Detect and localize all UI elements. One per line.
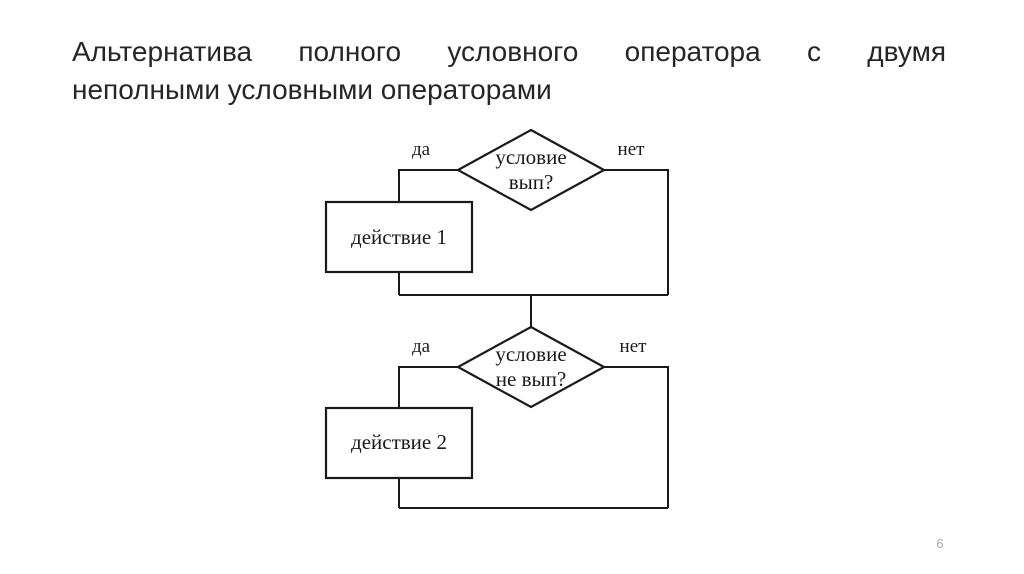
slide-title-line-1: Альтернатива полного условного оператора…	[72, 36, 946, 67]
flow-2-no-label: нет	[620, 336, 648, 357]
flow-1-no-label: нет	[618, 139, 646, 160]
flow-2-decision-diamond	[455, 325, 607, 409]
flow-1-condition-text-line-1: условие	[495, 145, 566, 169]
flow-2-action-box	[324, 406, 474, 480]
flow-1: условие вып? да нет действие 1	[324, 128, 669, 327]
flow-1-action-box	[324, 200, 474, 274]
flow-2-yes-connector	[398, 366, 458, 508]
flow-2-no-connector	[604, 366, 669, 508]
flow-1-action-text: действие 1	[351, 225, 447, 249]
flow-1-no-connector	[604, 169, 669, 295]
flow-1-yes-label: да	[412, 139, 431, 160]
flow-2-yes-label: да	[412, 336, 431, 357]
flow-2: условие не вып? да нет действие 2	[324, 325, 669, 509]
slide-title: Альтернатива полного условного оператора…	[72, 33, 946, 109]
page-number: 6	[936, 536, 944, 551]
flow-2-action-text: действие 2	[351, 430, 447, 454]
flow-2-condition-text-line-2: не вып?	[496, 367, 566, 391]
flow-1-decision-diamond	[455, 128, 607, 212]
flow-1-condition-text-line-2: вып?	[509, 170, 554, 194]
slide-title-line-2: неполными условными операторами	[72, 74, 552, 105]
flow-2-condition-text-line-1: условие	[495, 342, 566, 366]
flow-1-merge-connector	[399, 294, 668, 327]
flow-1-yes-connector	[398, 169, 458, 295]
